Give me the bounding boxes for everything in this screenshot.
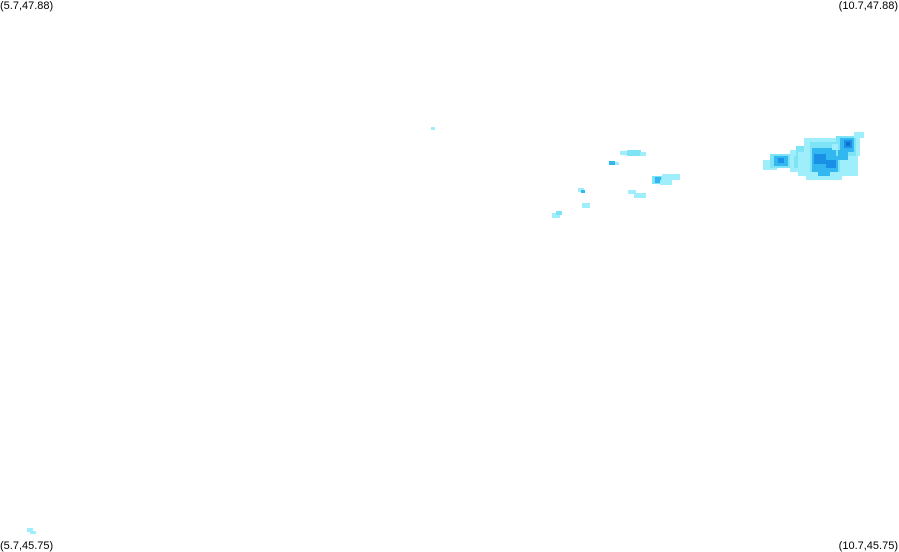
precip-cell bbox=[854, 132, 864, 138]
precip-cluster-southwest bbox=[27, 528, 36, 534]
precip-cell bbox=[552, 213, 560, 218]
precip-cell bbox=[838, 150, 848, 160]
precip-cell bbox=[609, 161, 615, 165]
precip-cell bbox=[30, 531, 36, 534]
precip-cell bbox=[620, 151, 628, 155]
precip-cell bbox=[832, 144, 838, 150]
precip-cell bbox=[615, 162, 619, 165]
precip-cell bbox=[556, 211, 562, 215]
precip-cell bbox=[640, 152, 646, 156]
precip-cell bbox=[818, 170, 830, 176]
precip-cell bbox=[778, 158, 784, 163]
precip-cell bbox=[634, 193, 646, 198]
precip-cell bbox=[431, 127, 435, 130]
precip-cell bbox=[655, 177, 661, 183]
precip-cell bbox=[846, 142, 850, 146]
precip-cell bbox=[660, 180, 672, 185]
precip-cell bbox=[628, 190, 636, 194]
corner-label-top-left: (5.7,47.88) bbox=[0, 0, 54, 12]
corner-label-bottom-right: (10.7,45.75) bbox=[838, 540, 898, 552]
precip-cell bbox=[581, 190, 585, 193]
precip-cell bbox=[627, 150, 641, 156]
precip-cell bbox=[662, 174, 680, 180]
precip-cell bbox=[27, 528, 33, 532]
precip-cell bbox=[826, 160, 836, 168]
precip-cluster-small bbox=[552, 150, 680, 218]
precip-cluster-large bbox=[763, 132, 864, 180]
corner-label-bottom-left: (5.7,45.75) bbox=[0, 540, 54, 552]
corner-label-top-right: (10.7,47.88) bbox=[838, 0, 898, 12]
precip-cell bbox=[814, 154, 826, 164]
precip-cell bbox=[582, 203, 590, 208]
